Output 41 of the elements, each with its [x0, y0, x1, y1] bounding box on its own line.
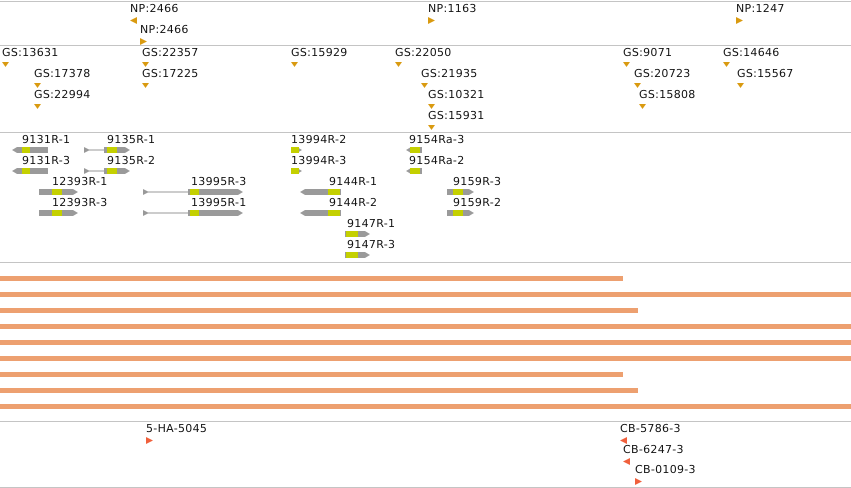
feature-label: NP:1163 — [428, 3, 477, 14]
feature-label: NP:2466 — [130, 3, 179, 14]
feature-label: 5-HA-5045 — [146, 423, 208, 434]
feature-label: GS:10321 — [428, 89, 485, 100]
feature-label: 9144R-1 — [329, 176, 378, 187]
feature-label: GS:20723 — [634, 68, 691, 79]
feature-label: 9147R-1 — [347, 218, 396, 229]
feature-label: CB-0109-3 — [635, 464, 696, 475]
feature-label: 9135R-2 — [107, 155, 156, 166]
feature-label: 9159R-3 — [453, 176, 502, 187]
feature-label: 13994R-2 — [291, 134, 347, 145]
feature-label: GS:15808 — [639, 89, 696, 100]
feature-label: GS:15567 — [737, 68, 794, 79]
feature-label: 12393R-1 — [52, 176, 108, 187]
feature-label: GS:17378 — [34, 68, 91, 79]
feature-label: GS:22357 — [142, 47, 199, 58]
feature-label: GS:17225 — [142, 68, 199, 79]
feature-label: GS:15929 — [291, 47, 348, 58]
feature-label: 9154Ra-3 — [409, 134, 465, 145]
feature-label: 9154Ra-2 — [409, 155, 465, 166]
feature-label: GS:22050 — [395, 47, 452, 58]
feature-label: 9131R-1 — [22, 134, 70, 145]
feature-label: GS:9071 — [623, 47, 672, 58]
feature-label: 9135R-1 — [107, 134, 156, 145]
feature-label: GS:22994 — [34, 89, 91, 100]
feature-label: 9131R-3 — [22, 155, 70, 166]
feature-label: GS:14646 — [723, 47, 780, 58]
feature-label: 13995R-3 — [191, 176, 247, 187]
feature-label: NP:2466 — [140, 24, 189, 35]
feature-label: GS:13631 — [2, 47, 59, 58]
feature-label: 9144R-2 — [329, 197, 378, 208]
feature-label: GS:21935 — [421, 68, 478, 79]
feature-label: CB-5786-3 — [620, 423, 681, 434]
feature-label: 9159R-2 — [453, 197, 502, 208]
feature-label: CB-6247-3 — [623, 444, 684, 455]
feature-label: 13994R-3 — [291, 155, 347, 166]
feature-label: NP:1247 — [736, 3, 785, 14]
feature-label: 13995R-1 — [191, 197, 247, 208]
feature-label: GS:15931 — [428, 110, 485, 121]
feature-label: 12393R-3 — [52, 197, 108, 208]
feature-label: 9147R-3 — [347, 239, 396, 250]
